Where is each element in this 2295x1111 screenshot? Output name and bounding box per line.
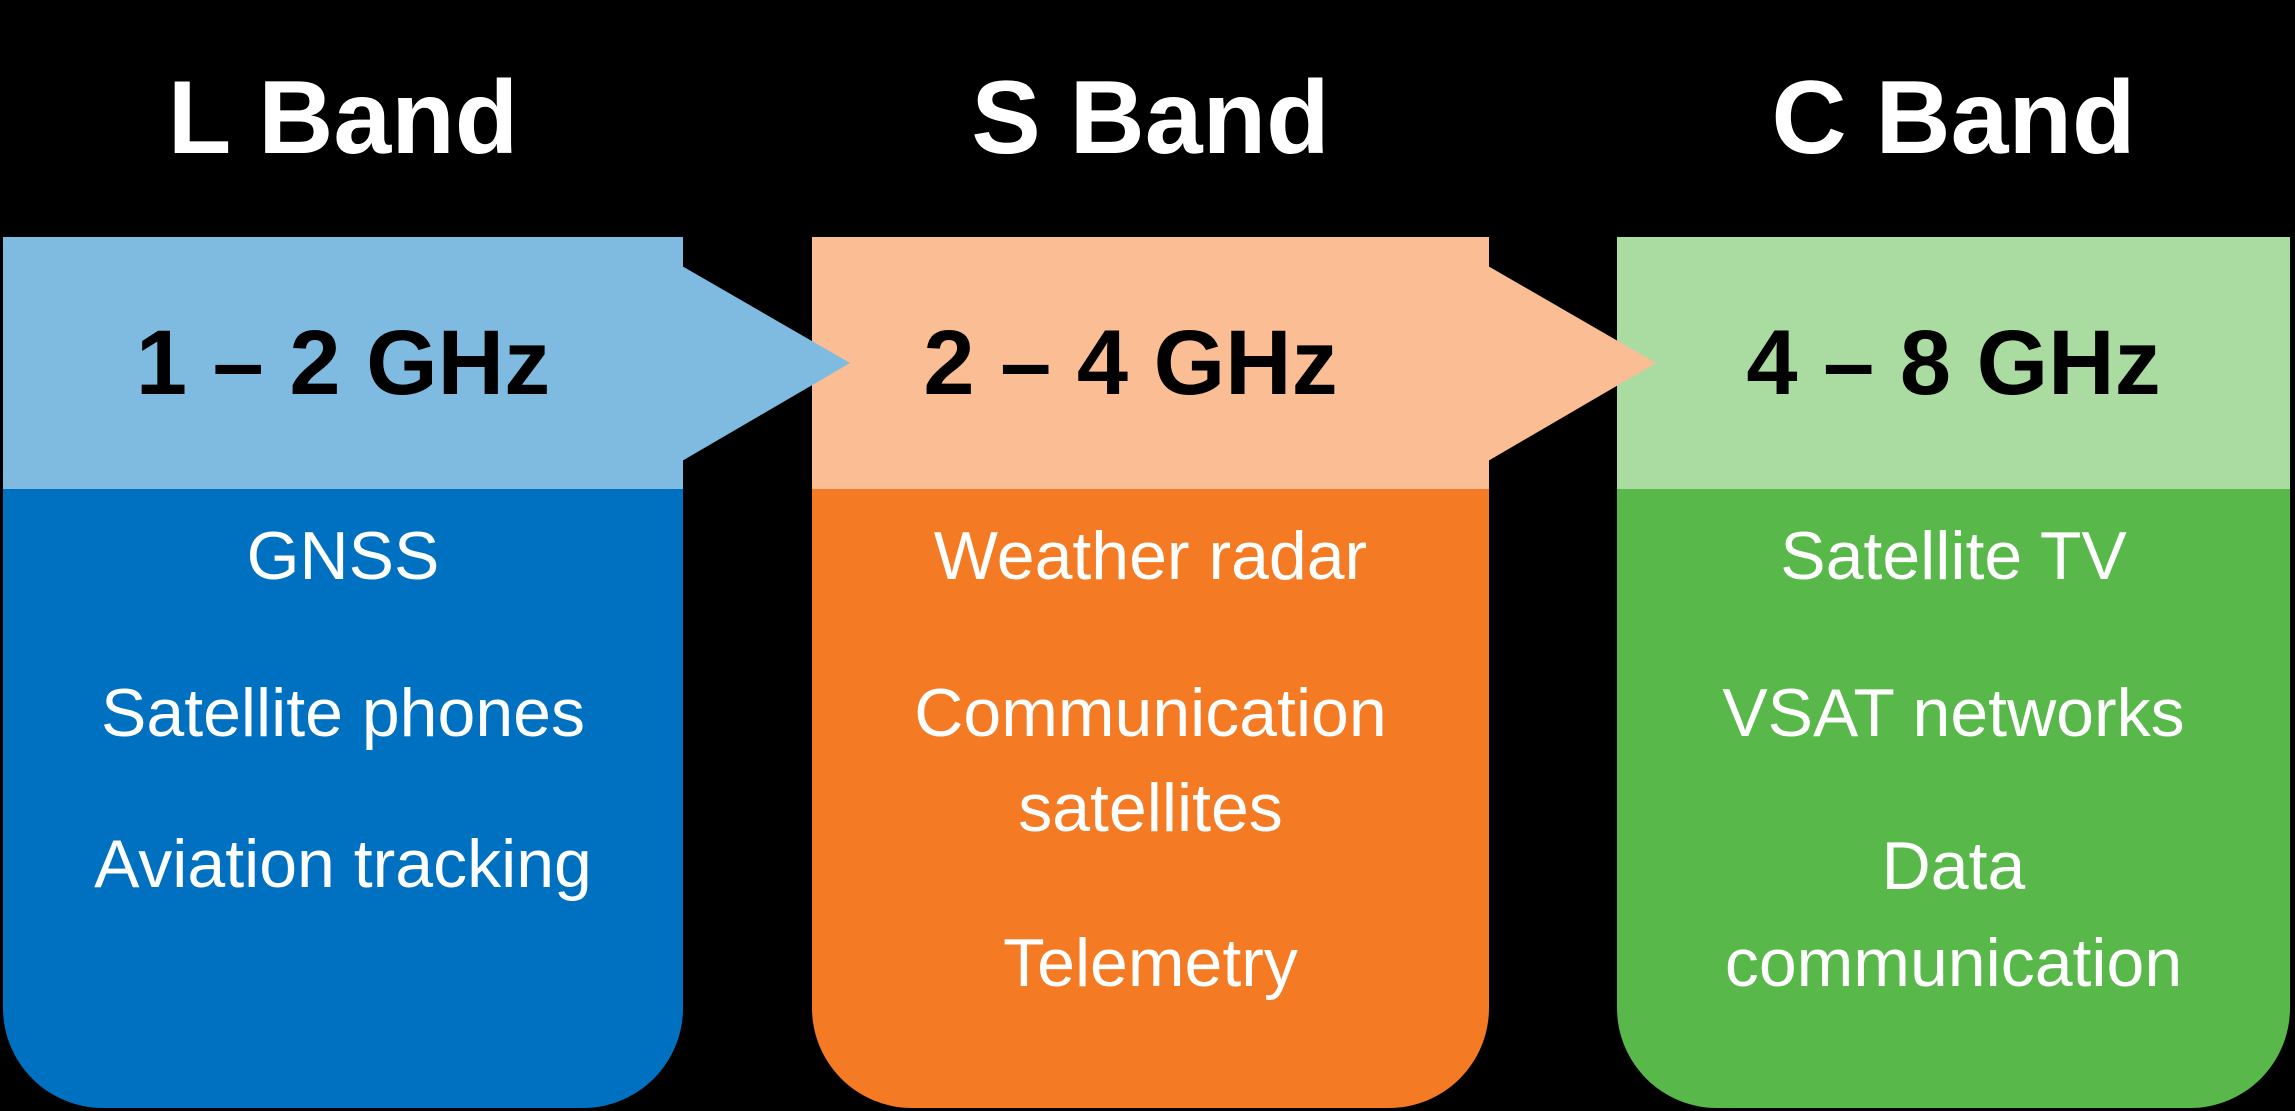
use-item: GNSS	[246, 518, 440, 594]
frequency-range: 4 – 8 GHz	[1617, 237, 2290, 489]
band-title: L Band	[167, 60, 519, 176]
frequency-label: 4 – 8 GHz	[1746, 311, 2161, 414]
use-item: Communication	[914, 675, 1387, 751]
use-item: Satellite TV	[1780, 518, 2127, 594]
use-item: Aviation tracking	[94, 826, 592, 902]
band-title: C Band	[1771, 60, 2136, 176]
uses-list: Weather radar Communication satellites T…	[812, 489, 1489, 1108]
frequency-range: 1 – 2 GHz	[3, 237, 683, 489]
use-item: communication	[1724, 925, 2183, 1001]
use-item: Telemetry	[1003, 925, 1298, 1001]
frequency-range: 2 – 4 GHz	[812, 237, 1489, 489]
band-title: S Band	[971, 60, 1330, 176]
use-item: satellites	[1018, 770, 1283, 846]
use-item: Weather radar	[933, 518, 1368, 594]
use-item: Satellite phones	[101, 675, 585, 751]
use-item: Data	[1881, 828, 2026, 904]
frequency-label: 1 – 2 GHz	[135, 311, 551, 414]
frequency-label: 2 – 4 GHz	[923, 311, 1338, 414]
use-item: VSAT networks	[1722, 675, 2185, 751]
s-band-card: S Band 2 – 4 GHz Weather radar Communica…	[812, 0, 1489, 1108]
l-band-card: L Band 1 – 2 GHz GNSS Satellite phones A…	[3, 0, 683, 1108]
c-band-card: C Band 4 – 8 GHz Satellite TV VSAT netwo…	[1617, 0, 2290, 1108]
uses-list: Satellite TV VSAT networks Data communic…	[1617, 489, 2290, 1108]
uses-list: GNSS Satellite phones Aviation tracking	[3, 489, 683, 1108]
